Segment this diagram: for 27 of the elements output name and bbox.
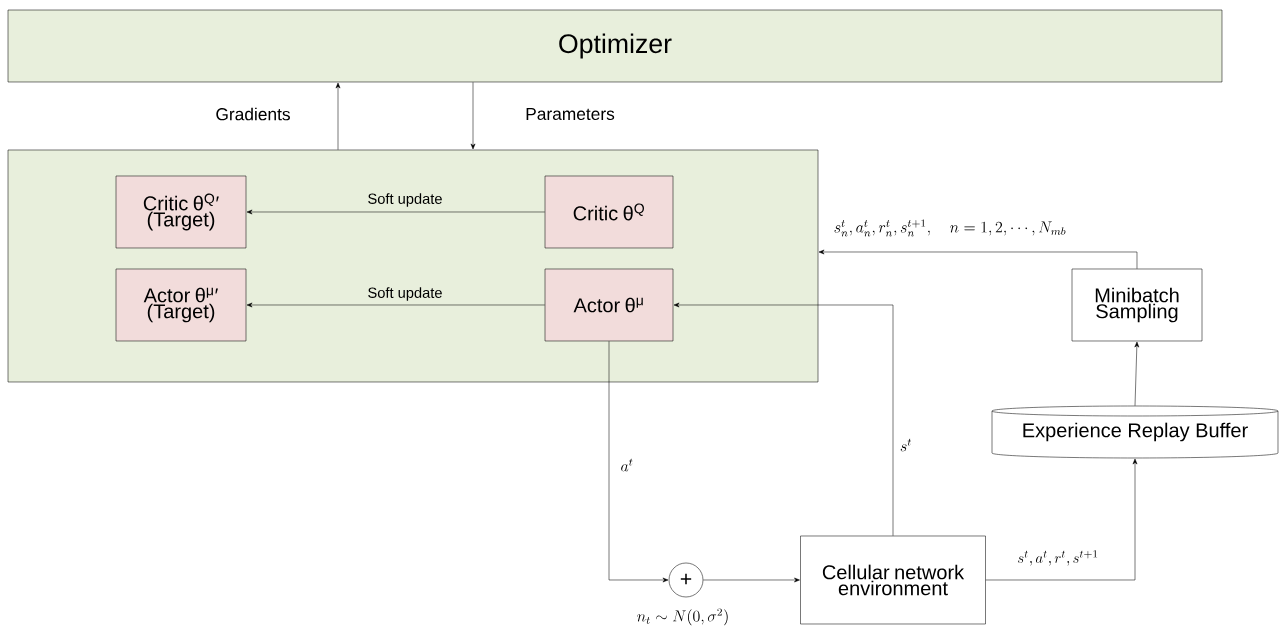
edge-label: $s^t$ — [900, 438, 912, 452]
edge-label: Soft update — [368, 287, 442, 301]
network-box: Critic θ$^{Q}$′ (Target) — [115, 175, 247, 249]
optimizer-box: Optimizer — [7, 9, 1223, 83]
edge-label: $a^t$ — [621, 458, 633, 472]
arrow — [818, 249, 1138, 269]
network-box: Actor θ$^{μ}$ — [544, 268, 674, 342]
arrow — [673, 302, 894, 536]
edge-label: Parameters — [526, 107, 615, 121]
edge-label: Gradients — [216, 107, 290, 121]
sampling-box: Minibatch Sampling — [1071, 268, 1203, 342]
network-box: Critic θ$^{Q}$ — [544, 175, 674, 249]
arrow — [703, 577, 800, 583]
edge-label: $s^t, a^t, r^t, s^{t+1}$ — [1018, 550, 1098, 566]
arrow — [1134, 341, 1140, 406]
arrow — [335, 82, 341, 150]
edge-label: Soft update — [368, 193, 442, 207]
edge-label: $s_n^t, a_n^t, r_n^t, s_n^{t+1}, \quad n=1,2,\cdots,N_{mb}$ — [834, 219, 1066, 237]
noise-label: $n_t \sim N(0,\sigma^2)$ — [637, 608, 728, 626]
buffer-cylinder: Experience Replay Buffer — [991, 405, 1279, 459]
arrow — [608, 341, 669, 583]
arrow — [246, 209, 545, 215]
network-box: Actor θ$^{μ}$′ (Target) — [115, 268, 247, 342]
arrow — [985, 458, 1138, 581]
arrow — [470, 82, 476, 150]
arrow — [246, 302, 545, 308]
environment-box: Cellular network environment — [800, 535, 986, 625]
